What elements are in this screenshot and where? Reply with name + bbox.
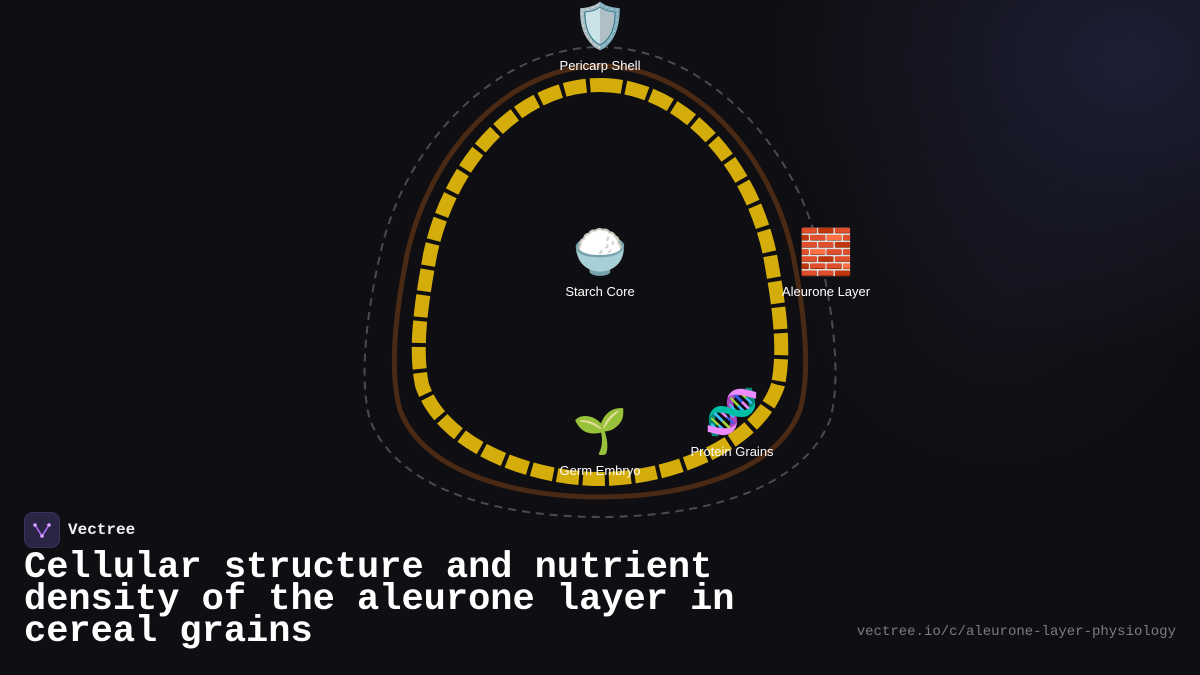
vectree-logo-icon: [24, 512, 60, 548]
shield-icon: 🛡️: [572, 2, 628, 51]
node-label: Pericarp Shell: [559, 58, 641, 73]
node-label: Starch Core: [565, 284, 635, 299]
node-germ-embryo: 🌱 Germ Embryo: [560, 407, 641, 479]
seedling-icon: 🌱: [572, 407, 628, 456]
pericarp-ring: [391, 63, 809, 500]
page-title: Cellular structure and nutrient density …: [24, 547, 735, 653]
node-starch-core: 🍚 Starch Core: [565, 228, 634, 300]
node-aleurone-layer: 🧱 Aleurone Layer: [782, 228, 870, 300]
source-url[interactable]: vectree.io/c/aleurone-layer-physiology: [856, 624, 1176, 640]
node-label: Aleurone Layer: [781, 284, 871, 299]
node-label: Protein Grains: [690, 444, 774, 459]
outer-boundary-dashed: [363, 45, 837, 519]
brand[interactable]: Vectree: [24, 512, 135, 548]
brand-name: Vectree: [68, 521, 136, 539]
node-protein-grains: 🧬 Protein Grains: [690, 388, 773, 460]
aleurone-dashed-ring: [411, 77, 789, 487]
rice-bowl-icon: 🍚: [572, 228, 628, 277]
dna-icon: 🧬: [704, 388, 760, 437]
node-label: Germ Embryo: [559, 463, 641, 478]
node-pericarp-shell: 🛡️ Pericarp Shell: [560, 2, 641, 74]
brick-icon: 🧱: [798, 228, 854, 277]
